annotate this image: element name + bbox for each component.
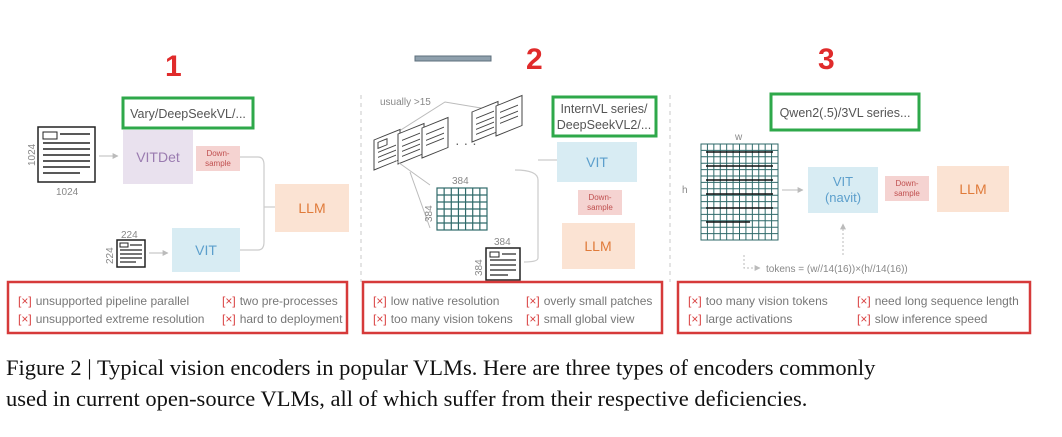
caption-line-1: Figure 2 | Typical vision encoders in po… bbox=[6, 355, 876, 380]
tile-height: 384 bbox=[424, 205, 435, 222]
large-doc-width: 1024 bbox=[56, 187, 79, 198]
decorative-bar bbox=[414, 55, 492, 62]
issues-box-1 bbox=[6, 280, 349, 335]
merge-bracket-1 bbox=[240, 156, 265, 251]
downsample-block-1 bbox=[196, 146, 240, 171]
llm-3-label: LLM bbox=[959, 181, 986, 197]
tiles-ellipsis: · · · bbox=[455, 135, 477, 151]
vit-block-1 bbox=[172, 228, 240, 272]
tile-zoom-line-1 bbox=[394, 159, 431, 186]
tile-width: 384 bbox=[452, 176, 469, 187]
vit-block-2 bbox=[557, 142, 637, 182]
issue-3c: [×]need long sequence length bbox=[857, 294, 1019, 308]
tokens-arrow-left bbox=[743, 255, 761, 271]
llm-block-2 bbox=[562, 223, 635, 269]
downsample-3-line2: sample bbox=[894, 189, 920, 198]
downsample-3-line1: Down- bbox=[895, 179, 918, 188]
merge-bracket-2 bbox=[514, 169, 539, 263]
thumbnail-height: 384 bbox=[474, 259, 485, 276]
vit-navit-line1: VIT bbox=[833, 174, 853, 189]
panel-1: 1 Vary/DeepSeekVL/... 1024 1024 VITDet D… bbox=[6, 50, 349, 335]
small-doc-width: 224 bbox=[121, 230, 138, 241]
panel-number-3: 3 bbox=[818, 43, 835, 76]
issue-3b: [×]large activations bbox=[688, 312, 792, 326]
figure-diagram: 1 Vary/DeepSeekVL/... 1024 1024 VITDet D… bbox=[6, 43, 1032, 335]
model-box-1-label: Vary/DeepSeekVL/... bbox=[130, 107, 246, 121]
tiles-note: usually >15 bbox=[380, 97, 431, 108]
issue-3d: [×]slow inference speed bbox=[857, 312, 987, 326]
tokens-formula: tokens = (w//14(16))×(h//14(16)) bbox=[766, 264, 908, 275]
grid-width-label: w bbox=[734, 132, 743, 143]
large-document-icon bbox=[37, 126, 96, 183]
downsample-1-line2: sample bbox=[205, 159, 231, 168]
issue-1b: [×]unsupported extreme resolution bbox=[18, 312, 204, 326]
issue-2a: [×]low native resolution bbox=[373, 294, 499, 308]
issues-box-3 bbox=[676, 280, 1032, 335]
panel-3: 3 Qwen2(.5)/3VL series... w h VIT (navit… bbox=[676, 43, 1032, 335]
vit-2-label: VIT bbox=[586, 154, 608, 170]
issue-1c: [×]two pre-processes bbox=[222, 294, 338, 308]
tile-patch-grid bbox=[436, 187, 488, 231]
small-document-icon bbox=[116, 239, 146, 268]
thumbnail-document-icon bbox=[485, 247, 521, 281]
tile-zoom-line-2 bbox=[409, 171, 431, 229]
llm-2-label: LLM bbox=[584, 238, 611, 254]
native-resolution-grid bbox=[700, 143, 779, 241]
model-box-2 bbox=[551, 95, 658, 138]
vitdet-label: VITDet bbox=[136, 149, 180, 165]
issue-1a: [×]unsupported pipeline parallel bbox=[18, 294, 189, 308]
issue-2c: [×]overly small patches bbox=[526, 294, 652, 308]
downsample-block-2 bbox=[578, 190, 622, 215]
downsample-2-line1: Down- bbox=[588, 193, 611, 202]
downsample-1-line1: Down- bbox=[206, 149, 229, 158]
issue-2d: [×]small global view bbox=[526, 312, 635, 326]
vitdet-block bbox=[123, 130, 193, 184]
caption-line-2: used in current open-source VLMs, all of… bbox=[6, 386, 808, 411]
model-box-1 bbox=[121, 96, 255, 130]
llm-block-1 bbox=[275, 184, 349, 232]
tiles-stack-icon bbox=[373, 94, 523, 171]
llm-block-3 bbox=[937, 166, 1009, 212]
grid-height-label: h bbox=[682, 185, 688, 196]
thumbnail-width: 384 bbox=[494, 237, 511, 248]
issue-1d: [×]hard to deployment bbox=[222, 312, 343, 326]
model-box-3 bbox=[769, 92, 921, 132]
small-doc-height: 224 bbox=[105, 247, 116, 264]
panel-number-2: 2 bbox=[526, 43, 543, 76]
issues-box-2 bbox=[361, 280, 664, 335]
vit-1-label: VIT bbox=[195, 242, 217, 258]
model-box-2-line2: DeepSeekVL2/... bbox=[557, 118, 652, 132]
figure-caption: Figure 2 | Typical vision encoders in po… bbox=[6, 352, 1056, 414]
model-box-2-line1: InternVL series/ bbox=[560, 102, 648, 116]
downsample-2-line2: sample bbox=[587, 203, 613, 212]
panel-2: 2 InternVL series/ DeepSeekVL2/... usual… bbox=[361, 43, 664, 335]
issue-2b: [×]too many vision tokens bbox=[373, 312, 513, 326]
vit-navit-line2: (navit) bbox=[825, 190, 861, 205]
issue-3a: [×]too many vision tokens bbox=[688, 294, 828, 308]
llm-1-label: LLM bbox=[298, 200, 325, 216]
panel-number-1: 1 bbox=[165, 50, 182, 83]
model-box-3-label: Qwen2(.5)/3VL series... bbox=[780, 106, 911, 120]
downsample-block-3 bbox=[885, 176, 929, 201]
vit-navit-block bbox=[808, 167, 878, 213]
large-doc-height: 1024 bbox=[27, 143, 38, 166]
